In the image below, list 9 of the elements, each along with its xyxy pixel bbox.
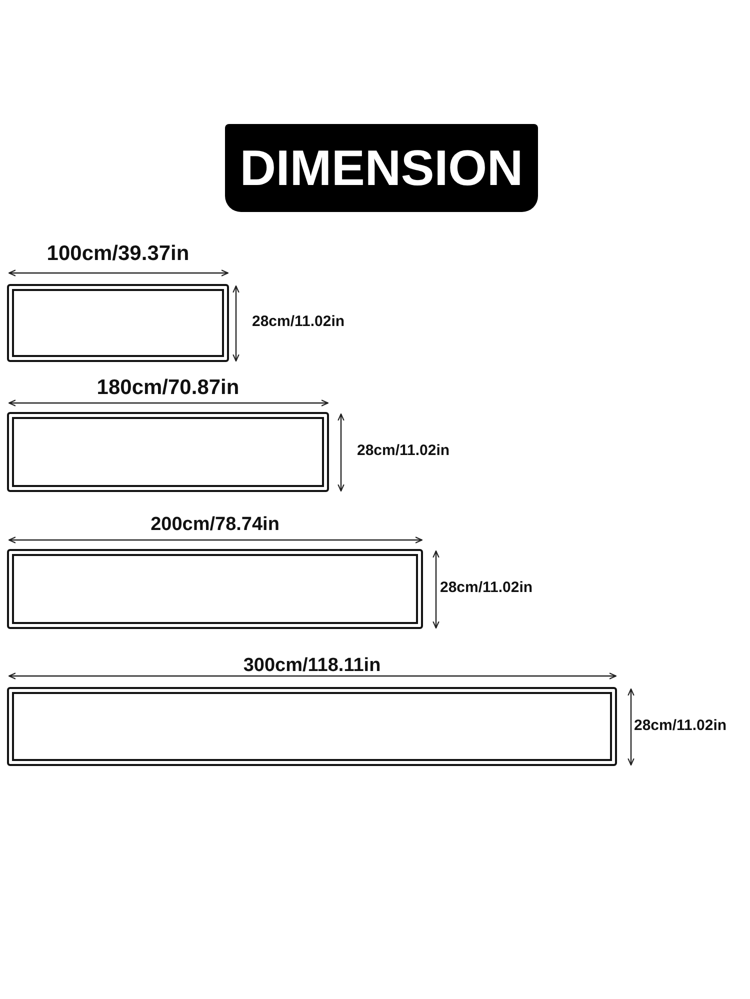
dimension-label: 28cm/11.02in: [252, 313, 345, 330]
dimension-label: 100cm/39.37in: [46, 242, 190, 266]
dimension-label: 300cm/118.11in: [243, 655, 381, 677]
dimension-label: 28cm/11.02in: [440, 579, 533, 596]
dimension-label: 28cm/11.02in: [357, 442, 450, 459]
dimension-label: 28cm/11.02in: [634, 716, 727, 734]
title: DIMENSION: [225, 124, 538, 212]
dimension-label: 180cm/70.87in: [96, 376, 240, 400]
dimension-label: 200cm/78.74in: [150, 514, 280, 536]
